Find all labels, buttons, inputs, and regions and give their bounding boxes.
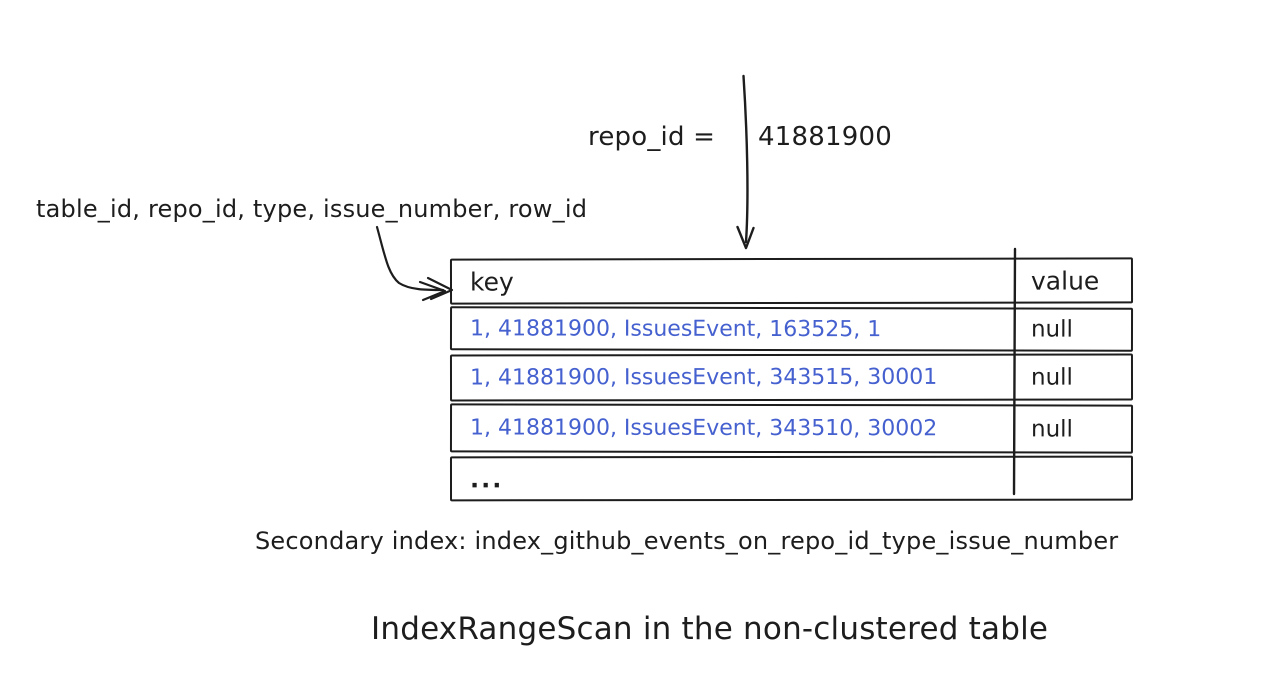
key-cell: 1, 41881900, IssuesEvent, 343510, 30002 [469, 415, 938, 442]
key-cell: 1, 41881900, IssuesEvent, 343515, 30001 [469, 364, 938, 391]
column-header-key: key [469, 266, 514, 297]
down-arrow-icon [736, 74, 755, 250]
secondary-index-caption: Secondary index: index_github_events_on_… [255, 527, 1119, 555]
value-cell: null [1030, 364, 1073, 391]
composite-key-label: table_id, repo_id, type, issue_number, r… [36, 195, 588, 223]
table-row: 1, 41881900, IssuesEvent, 343510, 30002 … [449, 403, 1134, 454]
value-cell: null [1030, 316, 1073, 343]
curved-arrow-icon [375, 225, 454, 302]
table-row-ellipsis: ... [449, 455, 1134, 502]
value-cell: null [1030, 415, 1073, 442]
column-header-value: value [1030, 265, 1100, 296]
key-cell: 1, 41881900, IssuesEvent, 163525, 1 [469, 315, 882, 342]
table-row: 1, 41881900, IssuesEvent, 343515, 30001 … [449, 353, 1134, 402]
table-header-row: key value [449, 257, 1134, 305]
diagram-title: IndexRangeScan in the non-clustered tabl… [371, 611, 1049, 647]
table-row: 1, 41881900, IssuesEvent, 163525, 1 null [449, 306, 1134, 352]
filter-label-text: repo_id = [588, 122, 716, 152]
key-cell: ... [469, 464, 504, 493]
filter-value-text: 41881900 [758, 122, 892, 152]
